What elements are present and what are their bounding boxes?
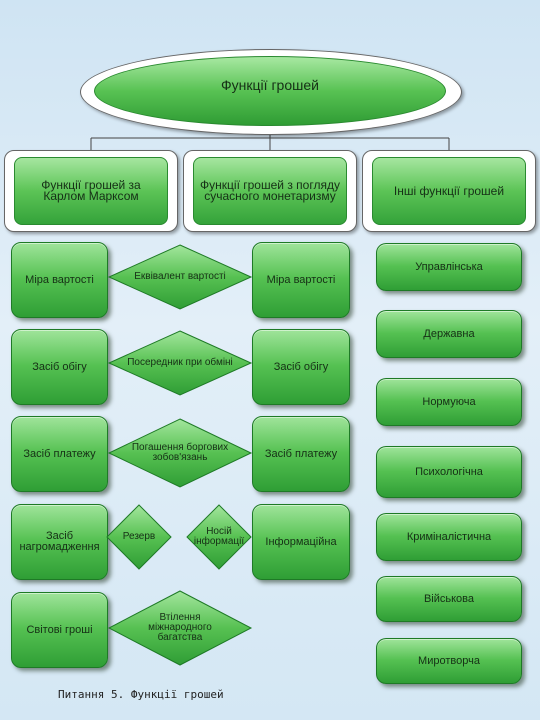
bridge-information-carrier: Носій інформації <box>186 504 252 570</box>
diamond-shape <box>106 504 172 570</box>
diamond-shape <box>107 590 253 666</box>
diamond-shape <box>186 504 252 570</box>
category-marx: Функції грошей за Карлом Марксом <box>14 157 168 225</box>
marx-function-circulation: Засіб обігу <box>11 329 108 405</box>
bridge-international-wealth: Втілення міжнародного багатства <box>107 590 253 666</box>
bridge-label: Посередник при обміні <box>127 357 233 368</box>
bridge-label: Резерв <box>122 531 156 542</box>
bridge-debt-repayment: Погашення боргових зобов'язань <box>107 418 253 488</box>
diamond-shape <box>107 330 253 396</box>
other-function-peacekeeping: Миротворча <box>376 638 522 684</box>
bridge-equivalent-value: Еквівалент вартості <box>107 244 253 310</box>
bridge-label: Носій інформації <box>193 526 245 547</box>
marx-function-accumulation: Засіб нагромадження <box>11 504 108 580</box>
monetarist-function-payment: Засіб платежу <box>252 416 350 492</box>
marx-function-payment: Засіб платежу <box>11 416 108 492</box>
category-other: Інші функції грошей <box>372 157 526 225</box>
category-monetarism: Функції грошей з погляду сучасного монет… <box>193 157 347 225</box>
other-function-state: Державна <box>376 310 522 358</box>
bridge-label: Погашення боргових зобов'язань <box>131 442 229 463</box>
diamond-shape <box>107 418 253 488</box>
diamond-shape <box>107 244 253 310</box>
slide-caption: Питання 5. Функції грошей <box>58 688 224 701</box>
monetarist-function-information: Інформаційна <box>252 504 350 580</box>
other-function-psychological: Психологічна <box>376 446 522 498</box>
bridge-label: Еквівалент вартості <box>134 271 226 282</box>
bridge-label: Втілення міжнародного багатства <box>148 612 212 643</box>
diagram-title: Функції грошей <box>94 56 446 126</box>
other-function-normative: Нормуюча <box>376 378 522 426</box>
bridge-exchange-intermediary: Посередник при обміні <box>107 330 253 396</box>
other-function-military: Військова <box>376 576 522 622</box>
monetarist-function-circulation: Засіб обігу <box>252 329 350 405</box>
other-function-forensic: Криміналістична <box>376 513 522 561</box>
other-function-managerial: Управлінська <box>376 243 522 291</box>
monetarist-function-measure: Міра вартості <box>252 242 350 318</box>
marx-function-measure: Міра вартості <box>11 242 108 318</box>
marx-function-world-money: Світові гроші <box>11 592 108 668</box>
bridge-reserve: Резерв <box>106 504 172 570</box>
